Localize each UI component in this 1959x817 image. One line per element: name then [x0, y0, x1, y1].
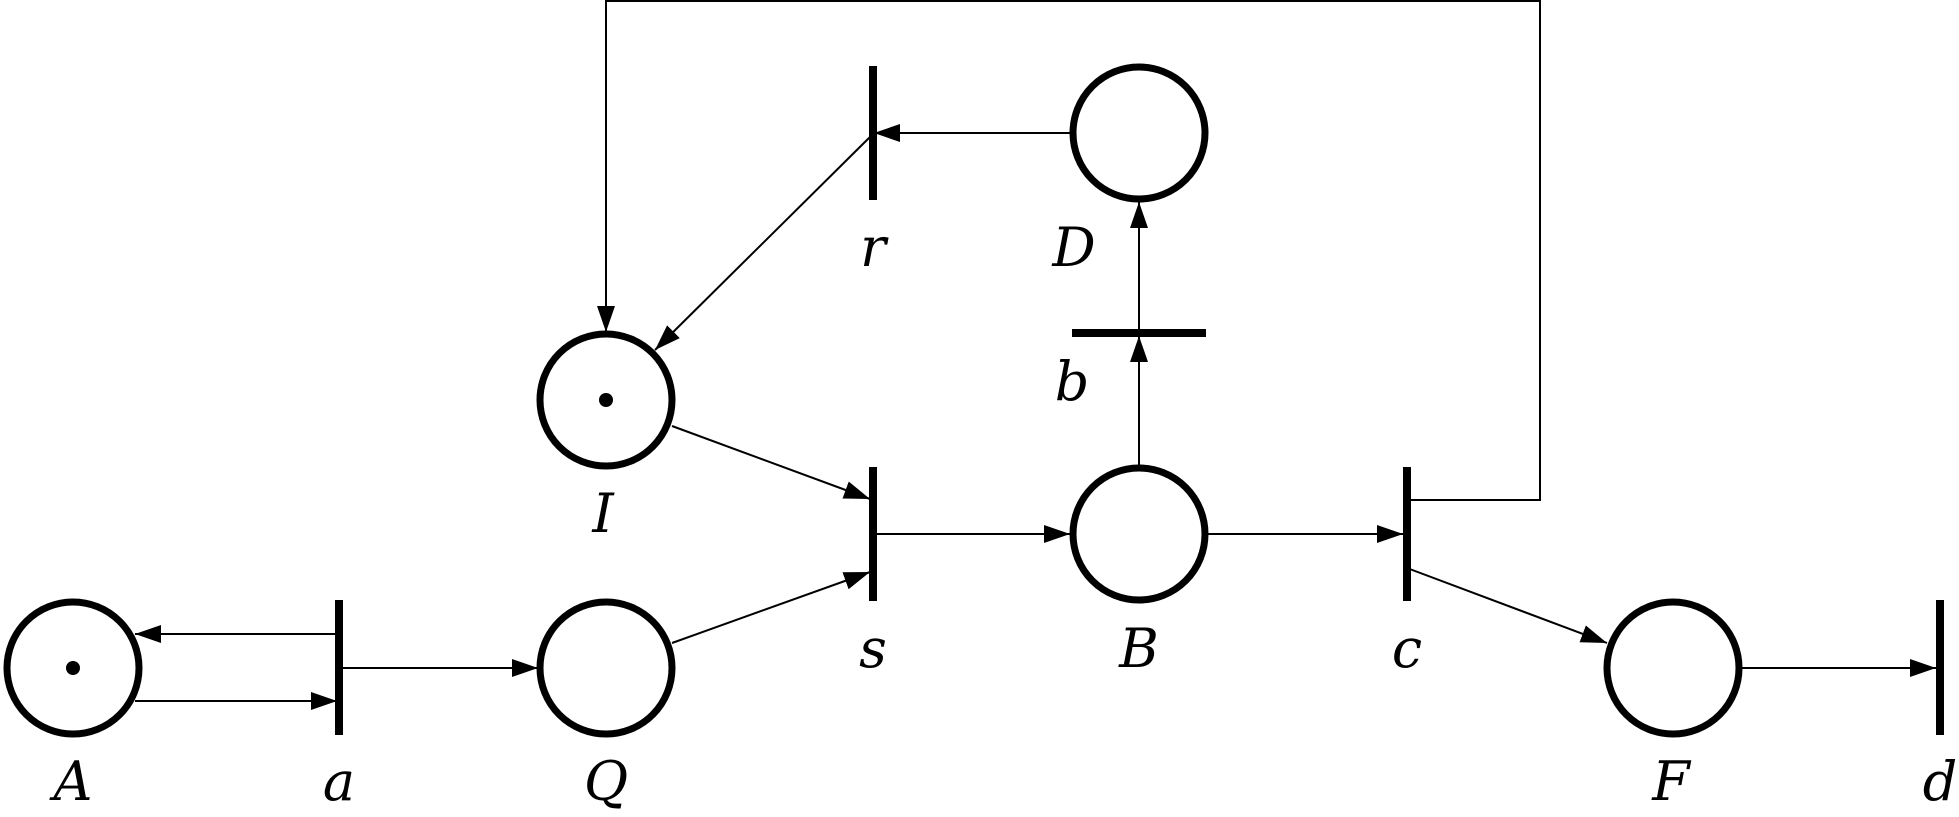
arc-c-to-F [1406, 567, 1608, 644]
arcs [135, 0, 1936, 710]
transition-label-s: s [859, 617, 887, 680]
place-label-B: B [1118, 617, 1159, 680]
place-I: I [536, 330, 676, 545]
token [66, 661, 80, 675]
place-label-A: A [49, 750, 93, 813]
transition-s: s [859, 467, 887, 680]
place-label-F: F [1651, 750, 1692, 813]
transition-r: r [860, 66, 889, 279]
place-B: B [1069, 464, 1209, 680]
place-label-Q: Q [584, 750, 628, 813]
place-label-D: D [1051, 216, 1095, 279]
arc-I-to-s [671, 425, 871, 500]
token [599, 393, 613, 407]
place-F: F [1603, 598, 1743, 813]
transition-label-r: r [860, 216, 889, 279]
transition-label-d: d [1923, 750, 1958, 813]
transition-label-b: b [1055, 350, 1090, 413]
arc-r-to-I [654, 134, 873, 351]
place-label-I: I [591, 482, 615, 545]
transition-a: a [323, 600, 355, 813]
transition-label-c: c [1392, 617, 1422, 680]
transition-b: b [1055, 329, 1206, 413]
arc-Q-to-s [671, 571, 871, 644]
place-Q: Q [536, 598, 676, 813]
place-D: D [1051, 63, 1209, 279]
transition-label-a: a [323, 750, 355, 813]
transition-d: d [1923, 600, 1958, 813]
transition-c: c [1392, 467, 1422, 680]
place-A: A [3, 598, 143, 813]
arc-c-to-I [597, 0, 1541, 501]
